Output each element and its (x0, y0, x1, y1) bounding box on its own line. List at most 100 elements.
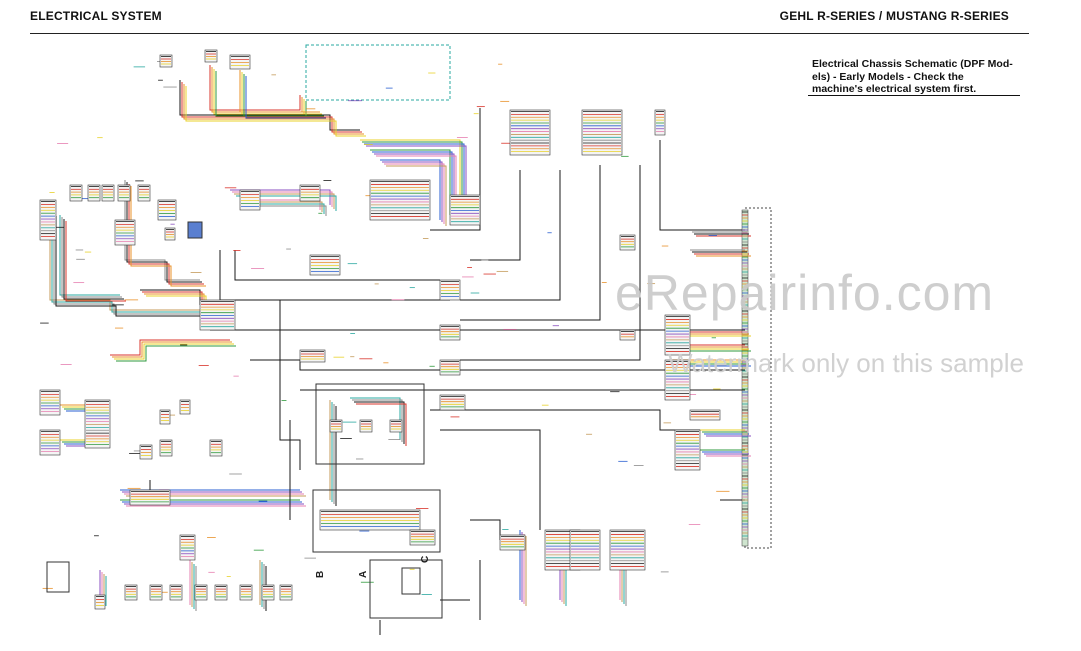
wire-run (470, 519, 501, 540)
connector-block (94, 594, 106, 610)
watermark-main: eRepairinfo.com (615, 265, 995, 321)
wire-run (460, 165, 601, 321)
connector-block (409, 529, 436, 546)
wire-run (460, 170, 561, 301)
fuse-panel-frame (312, 489, 441, 553)
wire-run (234, 250, 440, 281)
connector-block (261, 584, 275, 601)
connector-block (449, 194, 481, 226)
connector-block (124, 584, 138, 601)
connector-label-b: B (315, 570, 326, 578)
wire-run (55, 216, 216, 317)
wire-run (460, 165, 641, 361)
wire-run (360, 139, 461, 210)
connector-block (159, 409, 171, 425)
connector-block (149, 584, 163, 601)
connector-block (279, 584, 293, 601)
connector-block (439, 279, 461, 301)
wire-run (440, 429, 541, 530)
wire-run (211, 67, 303, 113)
connector-block (129, 489, 171, 506)
connector-block (509, 109, 551, 156)
wire-run (230, 189, 331, 205)
wire-run (244, 203, 325, 214)
connector-block (239, 584, 253, 601)
module-a-inner (401, 567, 421, 595)
connector-block (157, 199, 177, 221)
connector-block (199, 299, 236, 331)
section-title: ELECTRICAL SYSTEM (30, 9, 162, 23)
connector-blocks (39, 49, 721, 610)
wire-run (239, 70, 320, 113)
connector-block (194, 584, 208, 601)
relay-panel-frame (315, 383, 425, 465)
wire-run (116, 345, 236, 362)
wire-run (234, 193, 335, 209)
connector-block (179, 399, 191, 415)
wire-run (430, 409, 700, 431)
wire-run (430, 108, 481, 231)
wire-run (183, 84, 364, 135)
wire-run (380, 159, 441, 220)
connector-block (209, 439, 223, 457)
connector-block (654, 109, 666, 136)
connector-block (137, 184, 151, 202)
connector-block (439, 359, 461, 376)
connector-block (239, 189, 261, 211)
connector-block (619, 234, 636, 251)
wire-run (232, 191, 333, 207)
wire-run (61, 217, 122, 298)
watermark-note: Watermark only on this sample (668, 348, 1024, 378)
wire-run (382, 161, 443, 222)
wire-run (112, 341, 232, 358)
wire-run (245, 76, 326, 119)
connector-block (164, 227, 176, 241)
wire-run (386, 165, 447, 226)
connector-label-c: C (420, 555, 431, 563)
connector-block (619, 329, 636, 341)
wire-run (181, 82, 362, 133)
sensor-frame (46, 561, 70, 593)
wire-run (63, 219, 124, 300)
connector-block (581, 109, 623, 156)
wire-run (65, 221, 126, 302)
wire-run (362, 141, 463, 212)
wire-run (250, 359, 745, 371)
connector-block (229, 54, 251, 70)
connector-block (309, 254, 341, 276)
wire-run (114, 343, 234, 360)
connector-block (689, 409, 721, 421)
connector-block (499, 534, 526, 551)
diagnostic-port (187, 221, 203, 239)
connector-block (169, 584, 183, 601)
wire-run (179, 80, 360, 131)
connector-block (214, 584, 228, 601)
schematic-caption: Electrical Chassis Schematic (DPF Mod-el… (812, 58, 1013, 95)
wire-run (243, 74, 324, 117)
wire-run (185, 86, 366, 137)
wire-run (659, 140, 745, 231)
wire-run (49, 210, 210, 311)
wire-run (209, 65, 301, 111)
wire-run (146, 295, 207, 311)
wire-run (110, 339, 230, 356)
series-title: GEHL R-SERIES / MUSTANG R-SERIES (779, 9, 1009, 23)
wire-run (354, 401, 405, 444)
wire-run (370, 149, 451, 215)
connector-block (439, 394, 466, 411)
sensor-group-box (305, 44, 451, 101)
connector-block (101, 184, 115, 202)
wire-run (246, 205, 327, 216)
wire-run (242, 201, 323, 212)
wire-run (236, 195, 337, 211)
wire-run (51, 212, 212, 313)
connector-block (319, 509, 421, 531)
wire-run (215, 71, 307, 117)
connector-block (439, 324, 461, 341)
connector-block (69, 184, 83, 202)
connector-block (87, 184, 101, 202)
connector-block (139, 444, 153, 460)
connector-block (299, 184, 321, 202)
wire-run (364, 143, 465, 214)
